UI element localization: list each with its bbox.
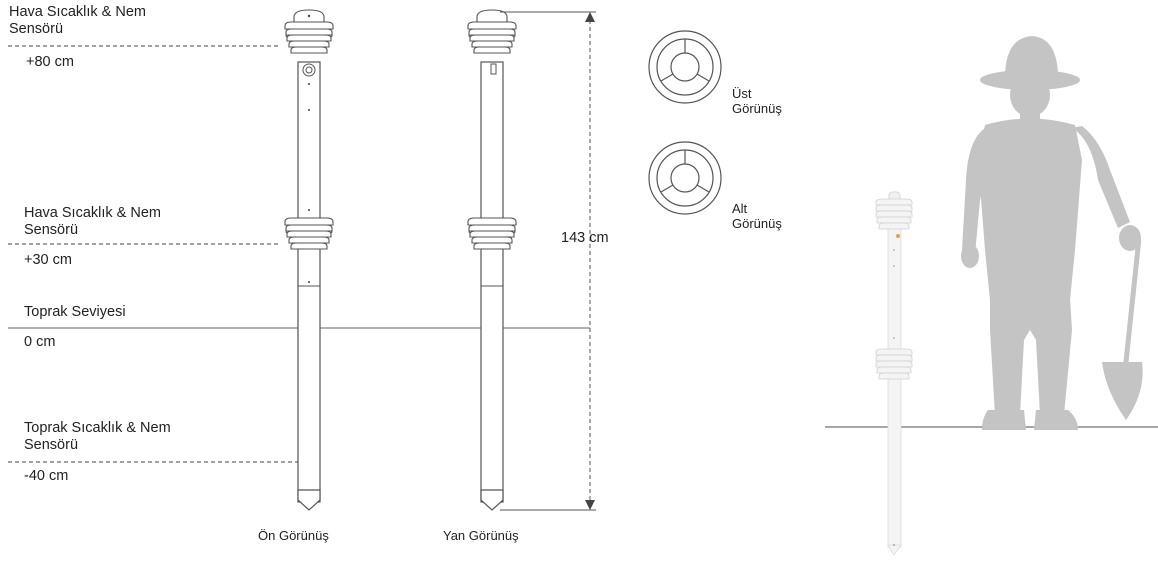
person-silhouette [961, 36, 1143, 430]
device-photo [875, 191, 913, 556]
total-length-label: 143 cm [561, 230, 609, 246]
top-view-icon [648, 30, 722, 104]
bottom-view-label: Alt Görünüş [732, 201, 782, 231]
air-sensor-top-label: Hava Sıcaklık & Nem Sensörü [9, 4, 146, 38]
front-view-pole [284, 9, 334, 511]
height-ground-label: 0 cm [24, 334, 56, 350]
side-view-pole [467, 9, 517, 511]
soil-sensor-label: Toprak Sıcaklık & Nem Sensörü [24, 420, 171, 454]
air-sensor-top-line2: Sensörü [9, 21, 64, 37]
air-sensor-top-line1: Hava Sıcaklık & Nem [9, 4, 146, 20]
soil-sensor-line1: Toprak Sıcaklık & Nem [24, 420, 171, 436]
height-mid-label: +30 cm [24, 252, 72, 268]
air-sensor-mid-label: Hava Sıcaklık & Nem Sensörü [24, 205, 161, 239]
front-view-caption: Ön Görünüş [258, 528, 329, 543]
depth-soil-label: -40 cm [24, 468, 69, 484]
air-sensor-mid-line1: Hava Sıcaklık & Nem [24, 205, 161, 221]
bottom-view-line1: Alt [732, 201, 748, 216]
side-view-caption: Yan Görünüş [443, 528, 519, 543]
height-top-label: +80 cm [26, 54, 74, 70]
bottom-view-icon [648, 141, 722, 215]
top-view-line1: Üst [732, 86, 752, 101]
soil-sensor-line2: Sensörü [24, 437, 79, 453]
top-view-line2: Görünüş [732, 101, 782, 116]
bottom-view-line2: Görünüş [732, 216, 782, 231]
top-view-label: Üst Görünüş [732, 86, 782, 116]
total-length-dimension [500, 11, 596, 511]
air-sensor-mid-line2: Sensörü [24, 222, 79, 238]
ground-level-label: Toprak Seviyesi [24, 304, 126, 320]
